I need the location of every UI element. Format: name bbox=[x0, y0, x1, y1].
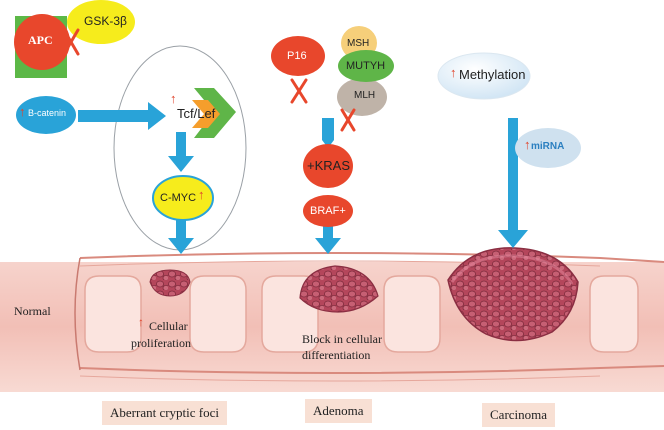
msh-label: MSH bbox=[347, 38, 370, 49]
methylation-label: Methylation bbox=[459, 67, 526, 82]
apc-node bbox=[14, 14, 70, 70]
arrow-methylation-to-tissue bbox=[498, 118, 528, 248]
p16-node bbox=[271, 36, 325, 76]
cellular-proliferation-label-line1: Cellular bbox=[149, 319, 188, 333]
p16-inhibition-cross-icon bbox=[290, 78, 308, 104]
mlh-label: MLH bbox=[354, 90, 376, 101]
block-differentiation-label-line1: Block in cellular bbox=[302, 332, 382, 346]
mirna-node bbox=[515, 128, 581, 168]
mirna-label: miRNA bbox=[531, 141, 565, 152]
aberrant-crypt-foci-lesion bbox=[149, 269, 191, 297]
proliferation-up-arrow-icon: ↑ bbox=[138, 315, 144, 329]
mutyh-node bbox=[338, 50, 394, 82]
apc-label: APC bbox=[28, 33, 53, 47]
gsk3b-label: GSK-3β bbox=[84, 14, 127, 28]
apc-inhibition-cross-icon bbox=[62, 28, 80, 56]
braf-label: BRAF+ bbox=[310, 205, 346, 217]
gsk3b-node bbox=[67, 0, 135, 44]
arrow-p16-to-kras bbox=[322, 118, 334, 148]
b-catenin-up-arrow-icon: ↑ bbox=[19, 104, 26, 119]
tcf-lef-chevron-icon bbox=[192, 88, 236, 138]
b-catenin-node bbox=[16, 96, 76, 134]
cellular-proliferation-label-line2: proliferation bbox=[131, 336, 191, 350]
stage-aberrant-cryptic-foci: Aberrant cryptic foci bbox=[102, 401, 228, 425]
c-myc-label: C-MYC bbox=[160, 192, 197, 204]
p16-label: P16 bbox=[287, 50, 307, 62]
mirna-up-arrow-icon: ↑ bbox=[524, 137, 531, 152]
mutyh-label: MUTYH bbox=[346, 60, 386, 72]
c-myc-up-arrow-icon: ↑ bbox=[198, 187, 205, 202]
methylation-node bbox=[437, 52, 531, 100]
braf-node bbox=[303, 195, 353, 227]
stage-adenoma: Adenoma bbox=[305, 399, 372, 423]
kras-label: +KRAS bbox=[307, 158, 350, 173]
tcf-lef-label: Tcf/Lef bbox=[177, 106, 216, 121]
tcf-lef-up-arrow-icon: ↑ bbox=[170, 91, 177, 106]
arrow-tcf-to-cmyc bbox=[168, 132, 194, 172]
stage-carcinoma: Carcinoma bbox=[482, 403, 556, 427]
arrow-braf-to-tissue bbox=[315, 226, 341, 254]
arrow-cmyc-to-tissue bbox=[168, 220, 194, 254]
normal-label: Normal bbox=[14, 304, 51, 318]
block-differentiation-label-line2: differentiation bbox=[302, 348, 371, 362]
pathway-arrows bbox=[78, 102, 528, 254]
kras-node bbox=[303, 144, 353, 188]
b-catenin-label: B-catenin bbox=[28, 108, 67, 118]
carcinoma-mass bbox=[447, 247, 579, 342]
methylation-up-arrow-icon: ↑ bbox=[450, 65, 457, 80]
arrow-bcatenin-to-tcf bbox=[78, 102, 166, 130]
adenoma-polyp bbox=[299, 265, 379, 313]
mlh-node bbox=[337, 78, 387, 116]
mlh-inhibition-cross-icon bbox=[340, 108, 356, 132]
